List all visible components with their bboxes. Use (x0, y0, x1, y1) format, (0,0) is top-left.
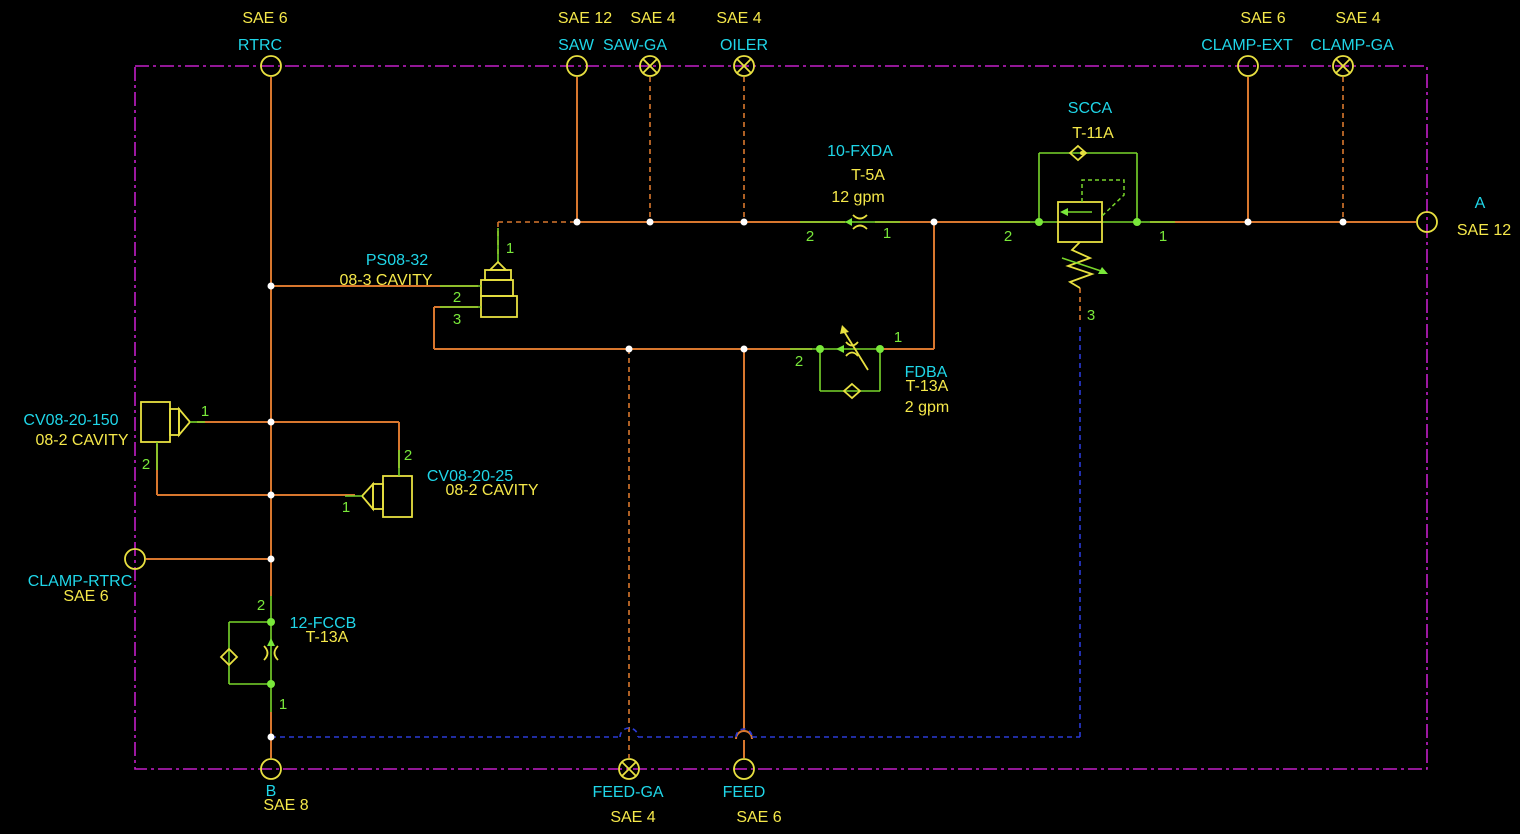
fdba-valve[interactable] (790, 325, 884, 400)
port-oiler-size: SAE 4 (716, 10, 761, 27)
fdba-cavity: T-13A (906, 378, 949, 395)
port-clamp-rtrc[interactable] (124, 548, 146, 570)
scca-cavity: T-11A (1072, 125, 1114, 142)
port-oiler[interactable] (733, 55, 755, 77)
port-feed-name: FEED (723, 784, 766, 801)
ps-pin-1: 1 (506, 240, 514, 257)
port-rtrc[interactable] (260, 55, 282, 77)
fdba-pin-1: 1 (894, 329, 902, 346)
fdba-pin-2: 2 (795, 353, 803, 370)
port-feed-ga-size: SAE 4 (610, 809, 655, 826)
port-a[interactable] (1416, 211, 1438, 233)
scca-pin-1: 1 (1159, 228, 1167, 245)
cv25-pin-2: 2 (404, 447, 412, 464)
port-clamp-ga-size: SAE 4 (1335, 10, 1380, 27)
cv08-20-150-valve[interactable] (140, 401, 205, 470)
pressure-lines (146, 77, 1416, 758)
ps-model: PS08-32 (366, 252, 428, 269)
port-b-size: SAE 8 (263, 797, 308, 814)
cv150-model: CV08-20-150 (23, 412, 118, 429)
manifold-boundary (134, 65, 1428, 770)
port-clamp-ga-name: CLAMP-GA (1310, 37, 1394, 54)
port-feed[interactable] (733, 758, 755, 780)
fccb-cavity: T-13A (306, 629, 349, 646)
cv150-pin-2: 2 (142, 456, 150, 473)
ps08-32-valve[interactable] (440, 228, 518, 318)
cv25-cavity: 08-2 CAVITY (445, 482, 538, 499)
drain-line (271, 327, 1081, 738)
pilot-lines (497, 77, 1344, 758)
port-clamp-ga[interactable] (1332, 55, 1354, 77)
port-a-size: SAE 12 (1457, 222, 1511, 239)
ps-pin-3: 3 (453, 311, 461, 328)
cv25-pin-1: 1 (342, 499, 350, 516)
scca-pin-2: 2 (1004, 228, 1012, 245)
fccb-model: 12-FCCB (290, 615, 357, 632)
cv150-pin-1: 1 (201, 403, 209, 420)
port-oiler-name: OILER (720, 37, 768, 54)
port-saw-ga-name: SAW-GA (603, 37, 667, 54)
scca-pin-3: 3 (1087, 307, 1095, 324)
scca-valve[interactable] (1000, 144, 1175, 289)
fxda-model: 10-FXDA (827, 143, 893, 160)
port-rtrc-name: RTRC (238, 37, 282, 54)
fdba-rating: 2 gpm (905, 399, 949, 416)
port-saw-size: SAE 12 (558, 10, 612, 27)
cv150-cavity: 08-2 CAVITY (35, 432, 128, 449)
fxda-rating: 12 gpm (831, 189, 884, 206)
port-clamp-ext-name: CLAMP-EXT (1201, 37, 1293, 54)
port-b[interactable] (260, 758, 282, 780)
port-saw[interactable] (566, 55, 588, 77)
port-saw-ga[interactable] (639, 55, 661, 77)
junction-nodes (267, 218, 1347, 741)
port-clamp-rtrc-name: CLAMP-RTRC (28, 573, 133, 590)
fccb-valve[interactable] (219, 596, 279, 712)
port-feed-size: SAE 6 (736, 809, 781, 826)
port-feed-ga-name: FEED-GA (592, 784, 663, 801)
ps-cavity: 08-3 CAVITY (339, 272, 432, 289)
fccb-pin-2: 2 (257, 597, 265, 614)
fxda-orifice[interactable] (800, 214, 900, 230)
port-feed-ga[interactable] (618, 758, 640, 780)
port-clamp-ext[interactable] (1237, 55, 1259, 77)
port-clamp-ext-size: SAE 6 (1240, 10, 1285, 27)
port-saw-name: SAW (558, 37, 595, 54)
scca-model: SCCA (1068, 100, 1113, 117)
port-rtrc-size: SAE 6 (242, 10, 287, 27)
port-clamp-rtrc-size: SAE 6 (63, 588, 108, 605)
cv25-model: CV08-20-25 (427, 468, 513, 485)
fccb-pin-1: 1 (279, 696, 287, 713)
cv08-20-25-valve[interactable] (345, 450, 413, 518)
fxda-pin-2: 2 (806, 228, 814, 245)
port-saw-ga-size: SAE 4 (630, 10, 675, 27)
port-b-name: B (266, 783, 277, 800)
fxda-pin-1: 1 (883, 225, 891, 242)
ps-pin-2: 2 (453, 289, 461, 306)
port-a-name: A (1475, 195, 1486, 212)
fxda-cavity: T-5A (851, 167, 885, 184)
fdba-model: FDBA (905, 364, 948, 381)
